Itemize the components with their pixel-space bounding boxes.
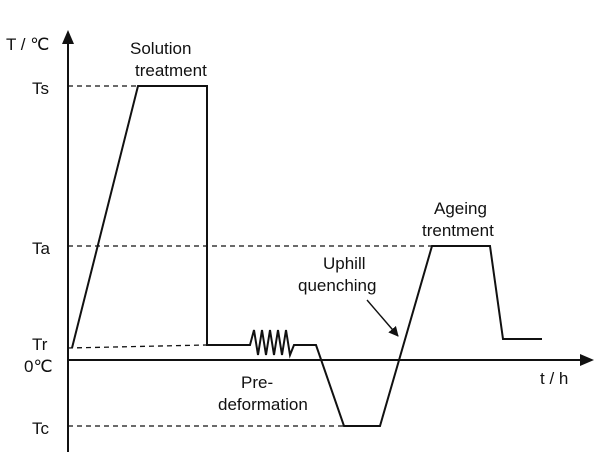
predeformation-coil	[246, 245, 542, 427]
tr-label: Tr	[32, 335, 48, 354]
x-axis-arrow	[580, 354, 594, 366]
solution-treatment-label-line1: Solution	[130, 39, 191, 58]
predeformation-label-line2: deformation	[218, 395, 308, 414]
process-curve	[71, 85, 246, 349]
tr-dashed-line	[67, 344, 207, 349]
uphill-quenching-pointer	[366, 299, 399, 337]
ta-label: Ta	[32, 239, 51, 258]
x-axis-label: t / h	[540, 369, 568, 388]
predeformation-label-line1: Pre-	[241, 373, 273, 392]
ts-label: Ts	[32, 79, 49, 98]
y-axis-label: T / ℃	[6, 35, 49, 54]
y-axis-arrow	[62, 30, 74, 44]
origin-label: 0℃	[24, 357, 53, 376]
ageing-treatment-label-line2: trentment	[422, 221, 494, 240]
tc-label: Tc	[32, 419, 50, 438]
uphill-quenching-label-line2: quenching	[298, 276, 376, 295]
ageing-treatment-label-line1: Ageing	[434, 199, 487, 218]
uphill-quenching-label-line1: Uphill	[323, 254, 366, 273]
solution-treatment-label-line2: treatment	[135, 61, 207, 80]
